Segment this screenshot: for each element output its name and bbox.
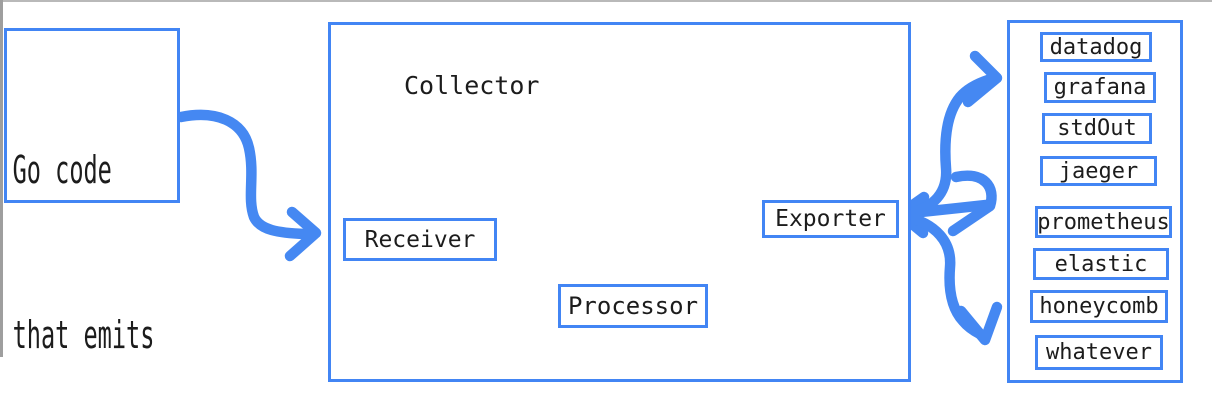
arrow-source-to-receiver (175, 109, 322, 262)
receiver-label: Receiver (364, 226, 476, 253)
exporter-node[interactable]: Exporter (762, 200, 899, 238)
arrow-exporter-to-destinations-middle (894, 170, 997, 239)
source-line-1: Go code (12, 148, 112, 192)
destination-label: grafana (1053, 75, 1147, 100)
destination-node-honeycomb[interactable]: honeycomb (1030, 290, 1168, 323)
arrow-exporter-to-destinations-bottom (897, 210, 1003, 346)
exporter-label: Exporter (775, 206, 886, 232)
left-frame-edge (0, 0, 3, 357)
destination-node-elastic[interactable]: elastic (1033, 248, 1169, 280)
destination-label: prometheus (1037, 209, 1170, 235)
processor-node[interactable]: Processor (558, 284, 708, 328)
destination-node-datadog[interactable]: datadog (1040, 32, 1152, 62)
destination-label: jaeger (1058, 158, 1139, 184)
source-code-text: Go code that emits metrics (7, 31, 155, 410)
destination-label: whatever (1046, 340, 1152, 365)
destination-node-jaeger[interactable]: jaeger (1040, 156, 1157, 186)
destination-node-prometheus[interactable]: prometheus (1035, 206, 1172, 238)
top-frame-edge (0, 0, 1212, 2)
collector-title: Collector (404, 71, 540, 100)
destination-label: elastic (1054, 251, 1148, 277)
processor-label: Processor (567, 292, 699, 320)
destination-label: datadog (1049, 34, 1143, 60)
destination-node-grafana[interactable]: grafana (1044, 72, 1156, 103)
destination-node-whatever[interactable]: whatever (1035, 335, 1163, 370)
source-code-node[interactable]: Go code that emits metrics (4, 28, 180, 357)
destination-node-stdout[interactable]: stdOut (1042, 113, 1152, 144)
destination-label: honeycomb (1039, 294, 1159, 319)
receiver-node[interactable]: Receiver (343, 218, 497, 261)
source-line-2: that emits (12, 313, 155, 357)
arrow-exporter-to-destinations-top (897, 50, 1003, 221)
destination-label: stdOut (1057, 116, 1137, 141)
